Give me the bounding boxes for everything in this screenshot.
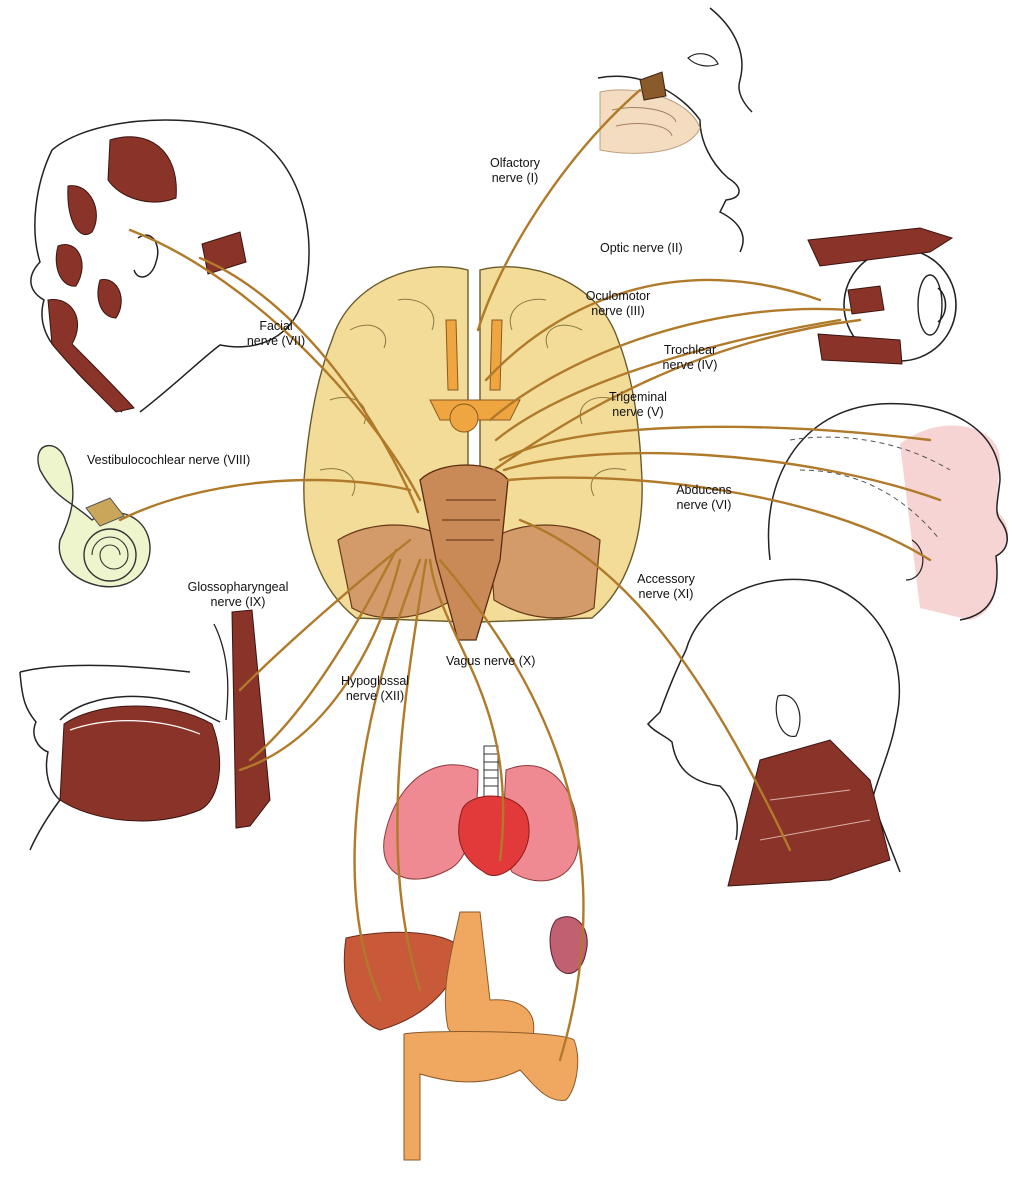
oculomotor-label-line1: Oculomotor bbox=[585, 289, 651, 303]
trochlear-label-line1: Trochlear bbox=[663, 343, 717, 357]
abducens-nerve-line bbox=[492, 318, 862, 472]
accessory-nerve-label: Accessory nerve (XI) bbox=[626, 572, 706, 602]
glossopharyngeal-label-line2: nerve (IX) bbox=[210, 595, 266, 609]
vestibulocochlear-nerve-label: Vestibulocochlear nerve (VIII) bbox=[87, 453, 251, 467]
oculomotor-nerve-label: Oculomotor nerve (III) bbox=[568, 289, 668, 319]
olfactory-label-line2: nerve (I) bbox=[491, 171, 539, 185]
brain-illustration bbox=[303, 266, 643, 641]
hypoglossal-nerve-label: Hypoglossal nerve (XII) bbox=[330, 674, 420, 704]
vagus-branch-liver bbox=[396, 558, 428, 992]
olfactory-face-illustration bbox=[597, 7, 753, 253]
throat-head-illustration bbox=[19, 609, 271, 851]
optic-nerve-line bbox=[484, 278, 822, 382]
facial-nerve-label: Facial nerve (VII) bbox=[236, 319, 316, 349]
abducens-label-line1: Abducens bbox=[676, 483, 732, 497]
facial-label-line1: Facial bbox=[259, 319, 293, 333]
glossopharyngeal-nerve-label: Glossopharyngeal nerve (IX) bbox=[180, 580, 296, 610]
olfactory-label-line1: Olfactory bbox=[489, 156, 540, 170]
trigeminal-branch-2 bbox=[502, 451, 942, 502]
vagus-branch-right bbox=[438, 558, 585, 1062]
accessory-nerve-line bbox=[518, 518, 792, 852]
trigeminal-nerve-line bbox=[498, 425, 932, 462]
accessory-head-illustration bbox=[647, 578, 901, 887]
facial-label-line2: nerve (VII) bbox=[246, 334, 306, 348]
trochlear-nerve-label: Trochlear nerve (IV) bbox=[650, 343, 730, 373]
oculomotor-label-line2: nerve (III) bbox=[591, 304, 645, 318]
glossopharyngeal-label-line1: Glossopharyngeal bbox=[187, 580, 289, 594]
trigeminal-branch-3 bbox=[506, 476, 932, 562]
trigeminal-nerve-label: Trigeminal nerve (V) bbox=[596, 390, 680, 420]
olfactory-nerve-line bbox=[476, 88, 642, 332]
organs-illustration bbox=[343, 745, 588, 1161]
trochlear-label-line2: nerve (IV) bbox=[662, 358, 718, 372]
hypoglossal-label-line1: Hypoglossal bbox=[340, 674, 410, 688]
facial-muscles bbox=[47, 136, 247, 413]
trochlear-nerve-line bbox=[494, 318, 842, 442]
facial-nerve-line bbox=[128, 228, 422, 502]
abducens-nerve-label: Abducens nerve (VI) bbox=[664, 483, 744, 513]
hypoglossal-nerve-line bbox=[238, 558, 402, 772]
nerve-fibers bbox=[118, 88, 942, 1062]
trigeminal-label-line2: nerve (V) bbox=[612, 405, 664, 419]
abducens-label-line2: nerve (VI) bbox=[676, 498, 732, 512]
accessory-label-line1: Accessory bbox=[637, 572, 695, 586]
facial-branch bbox=[198, 256, 420, 514]
trigeminal-head-illustration bbox=[767, 402, 1009, 621]
vagus-nerve-line bbox=[428, 558, 505, 862]
eye-illustration bbox=[807, 227, 957, 365]
vagus-branch-left bbox=[353, 558, 422, 1002]
olfactory-nerve-label: Olfactory nerve (I) bbox=[470, 156, 560, 186]
oculomotor-nerve-line bbox=[488, 307, 852, 422]
vagus-nerve-label: Vagus nerve (X) bbox=[446, 654, 536, 668]
inner-ear-illustration bbox=[37, 445, 151, 588]
optic-nerve-label: Optic nerve (II) bbox=[600, 241, 683, 255]
hypoglossal-label-line2: nerve (XII) bbox=[345, 689, 405, 703]
trigeminal-label-line1: Trigeminal bbox=[609, 390, 667, 404]
hypoglossal-branch bbox=[248, 548, 398, 762]
vestibulocochlear-nerve-line bbox=[118, 478, 412, 522]
glossopharyngeal-nerve-line bbox=[238, 538, 412, 692]
accessory-label-line2: nerve (XI) bbox=[638, 587, 694, 601]
